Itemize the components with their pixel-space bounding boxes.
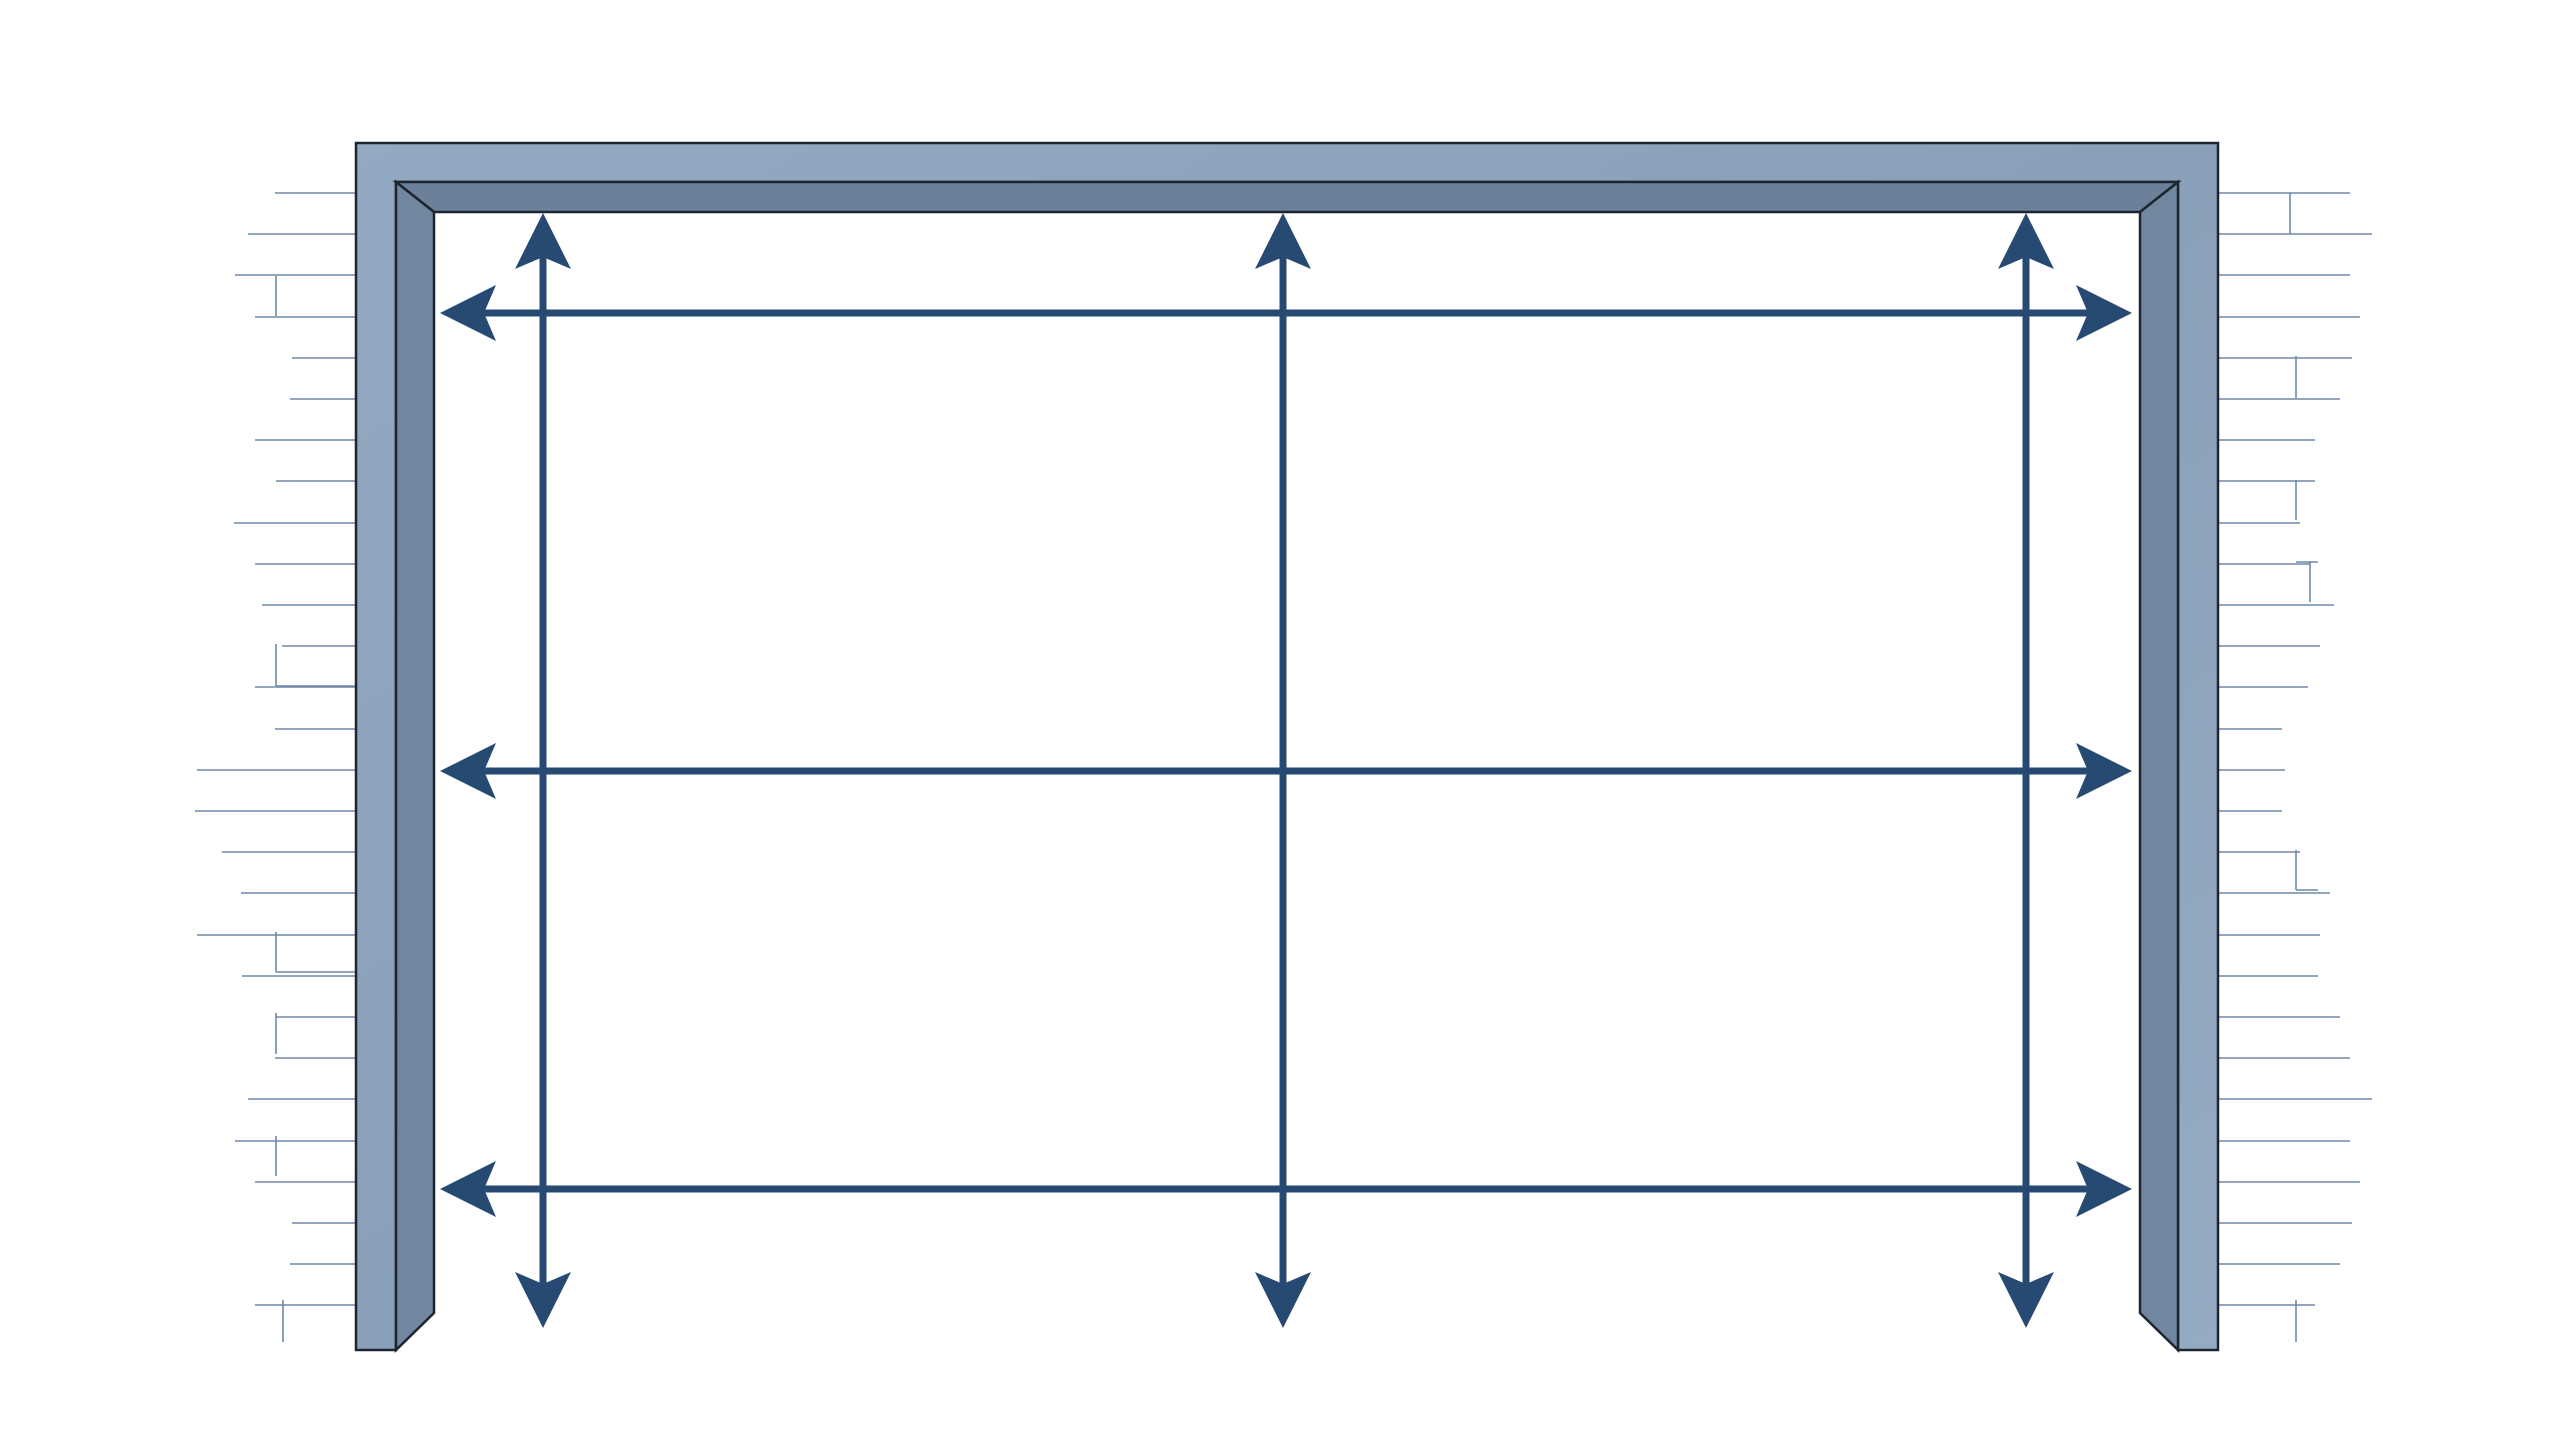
frame-top-face: [354, 141, 2220, 1352]
frame-top-reveal: [392, 180, 2182, 214]
arrowhead-right: [2076, 285, 2132, 341]
brick-wall-left: [195, 192, 356, 1342]
arrowhead-down: [515, 1272, 571, 1328]
arrowhead-up: [1998, 213, 2054, 269]
frame-right-reveal: [2138, 179, 2180, 1353]
frame-left-reveal: [394, 179, 436, 1353]
door-frame: [354, 141, 2220, 1353]
arrowhead-right: [2076, 743, 2132, 799]
arrowhead-down: [1255, 1272, 1311, 1328]
arrowhead-right: [2076, 1161, 2132, 1217]
arrowhead-up: [515, 213, 571, 269]
arrowhead-up: [1255, 213, 1311, 269]
measurement-arrows: [440, 213, 2132, 1328]
brick-wall-right: [2218, 192, 2372, 1342]
arrowhead-down: [1998, 1272, 2054, 1328]
arrowhead-left: [440, 1161, 496, 1217]
arrowhead-left: [440, 743, 496, 799]
arrowhead-left: [440, 285, 496, 341]
